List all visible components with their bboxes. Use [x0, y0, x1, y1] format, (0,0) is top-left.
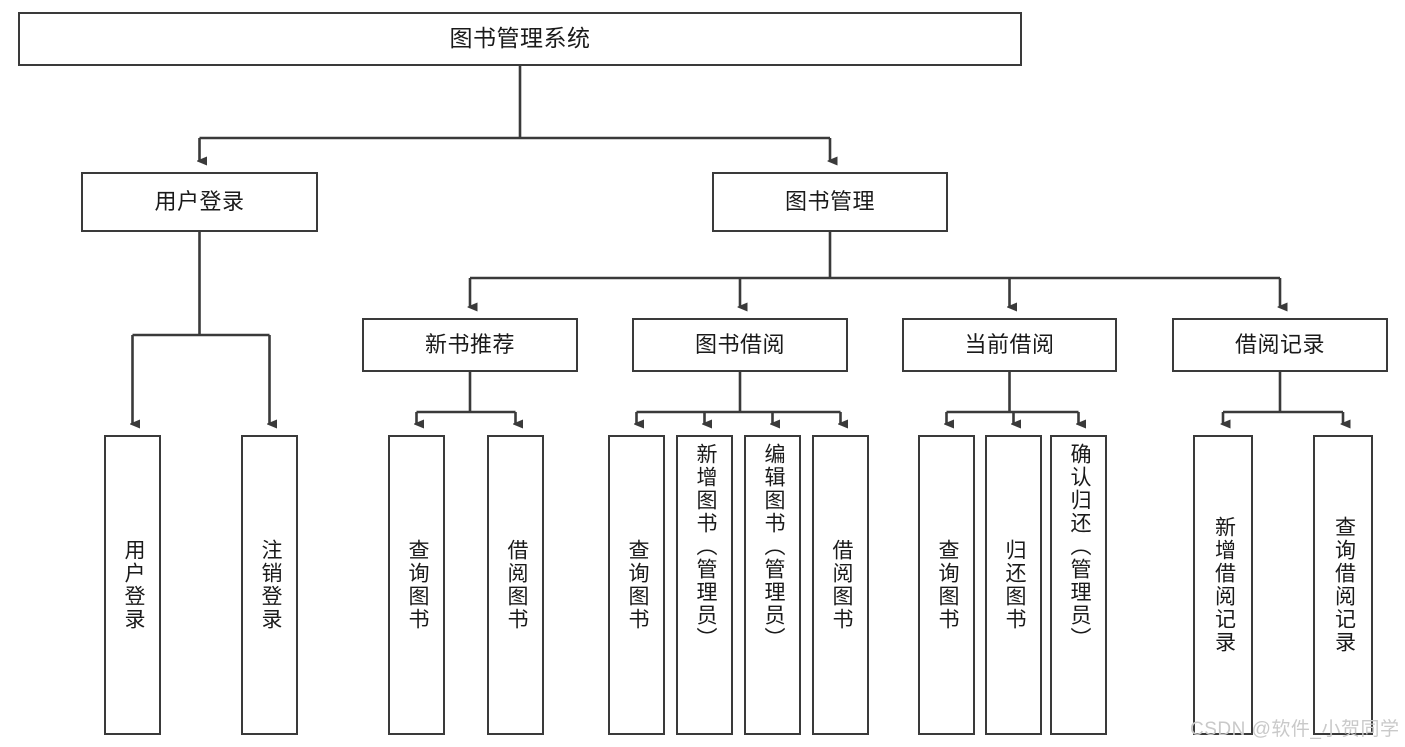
node-label: 借阅图书: [504, 539, 528, 631]
csdn-watermark: CSDN @软件_小贺同学: [1190, 719, 1400, 740]
node-label: 查询图书: [625, 539, 649, 631]
node-leaf-user-logout[interactable]: 注销登录: [241, 435, 298, 735]
node-label: 查询图书: [935, 539, 959, 631]
node-leaf-query-book-3[interactable]: 查询图书: [918, 435, 975, 735]
node-new-book-rec[interactable]: 新书推荐: [362, 318, 578, 372]
node-label: 借阅记录: [1234, 331, 1325, 357]
node-label: 查询图书: [405, 539, 429, 631]
node-user-login[interactable]: 用户登录: [81, 172, 318, 232]
node-label: 注销登录: [258, 539, 282, 631]
node-leaf-borrow-book-2[interactable]: 借阅图书: [812, 435, 869, 735]
node-label: 新书推荐: [424, 331, 515, 357]
node-leaf-user-login[interactable]: 用户登录: [104, 435, 161, 735]
node-label: 图书借阅: [694, 331, 785, 357]
node-leaf-add-book[interactable]: 新增图书（管理员）: [676, 435, 733, 735]
node-leaf-add-record[interactable]: 新增借阅记录: [1193, 435, 1253, 735]
node-label: 归还图书: [1002, 539, 1026, 631]
node-book-manage[interactable]: 图书管理: [712, 172, 948, 232]
node-label: 用户登录: [121, 539, 145, 631]
node-leaf-edit-book[interactable]: 编辑图书（管理员）: [744, 435, 801, 735]
node-label: 查询借阅记录: [1332, 516, 1356, 654]
node-label: 借阅图书: [829, 539, 853, 631]
node-label: 确认归还（管理员）: [1067, 443, 1091, 650]
node-label: 编辑图书（管理员）: [761, 443, 785, 650]
node-current-borrow[interactable]: 当前借阅: [902, 318, 1117, 372]
node-label: 新增图书（管理员）: [693, 443, 717, 650]
node-root[interactable]: 图书管理系统: [18, 12, 1022, 66]
node-label: 图书管理: [784, 188, 875, 214]
node-leaf-query-book-1[interactable]: 查询图书: [388, 435, 445, 735]
node-book-borrow[interactable]: 图书借阅: [632, 318, 848, 372]
node-leaf-return-book[interactable]: 归还图书: [985, 435, 1042, 735]
node-borrow-record[interactable]: 借阅记录: [1172, 318, 1388, 372]
node-label: 新增借阅记录: [1212, 516, 1236, 654]
node-label: 图书管理系统: [449, 25, 591, 52]
node-leaf-query-book-2[interactable]: 查询图书: [608, 435, 665, 735]
node-label: 当前借阅: [964, 331, 1055, 357]
node-label: 用户登录: [154, 188, 245, 214]
node-leaf-query-record[interactable]: 查询借阅记录: [1313, 435, 1373, 735]
node-leaf-borrow-book-1[interactable]: 借阅图书: [487, 435, 544, 735]
node-leaf-confirm-return[interactable]: 确认归还（管理员）: [1050, 435, 1107, 735]
